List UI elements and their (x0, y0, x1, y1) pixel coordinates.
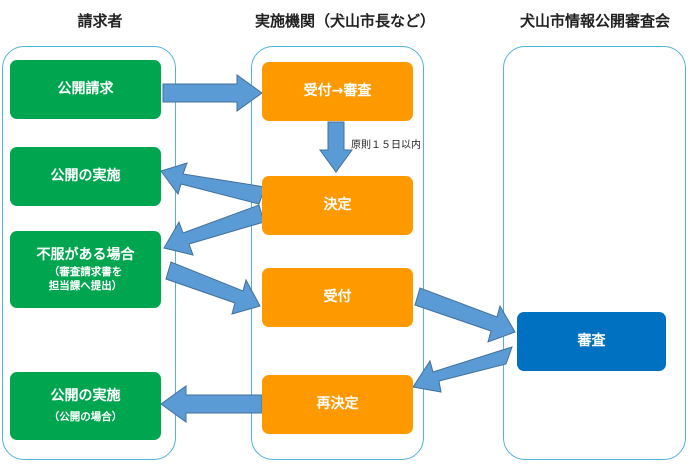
redecision-label: 再決定 (316, 396, 359, 413)
receive-label: 受付 (323, 289, 352, 306)
arrow-redecision-to-implement (160, 385, 263, 423)
public-request-label: 公開請求 (57, 81, 114, 98)
objection-sub-line2: 担当課へ提出） (48, 279, 123, 292)
final-implementation-sub: （公開の場合） (48, 411, 123, 424)
arrow-request-to-receive (162, 74, 263, 112)
implementation-box: 公開の実施 (10, 147, 161, 206)
header-council: 犬山市情報公開審査会 (519, 12, 670, 30)
arrow-decision-to-objection (163, 204, 265, 256)
final-implementation-box: 公開の実施 （公開の場合） (10, 372, 161, 440)
final-implementation-label: 公開の実施 (50, 388, 121, 405)
deadline-note: 原則１５日以内 (351, 140, 421, 151)
header-agency: 実施機関（犬山市長など） (254, 12, 435, 30)
receive-box: 受付 (262, 268, 413, 327)
arrow-review-to-decision (319, 121, 353, 173)
header-requester: 請求者 (77, 12, 123, 30)
objection-title: 不服がある場合 (36, 246, 135, 263)
council-review-label: 審査 (577, 333, 606, 350)
arrow-decision-to-implement (160, 162, 266, 205)
arrow-objection-to-receive (165, 261, 261, 315)
objection-sub-line1: （審査請求書を (48, 265, 123, 278)
public-request-box: 公開請求 (10, 60, 161, 119)
receive-review-box: 受付→審査 (262, 62, 413, 121)
arrow-review-to-redecision (412, 346, 513, 393)
arrow-receive-to-review (414, 287, 516, 343)
decision-label: 決定 (323, 197, 352, 214)
decision-box: 決定 (262, 176, 413, 235)
receive-review-label: 受付→審査 (303, 83, 372, 100)
implementation-label: 公開の実施 (50, 168, 121, 185)
redecision-box: 再決定 (262, 375, 413, 434)
lane-council (503, 46, 686, 460)
objection-box: 不服がある場合 （審査請求書を 担当課へ提出） (10, 231, 161, 308)
council-review-box: 審査 (517, 312, 666, 371)
